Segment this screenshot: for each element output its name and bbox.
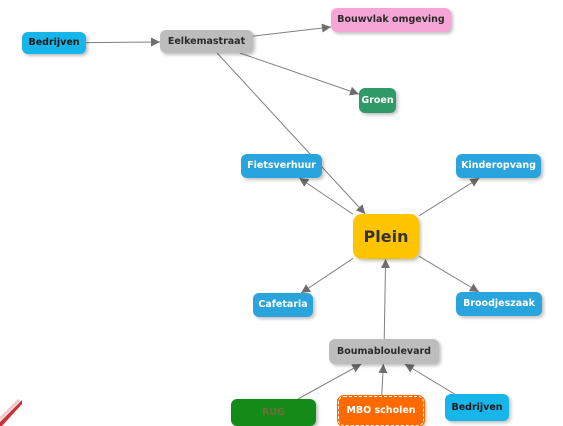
arrowhead-rug-to-boumaboulevard — [351, 364, 362, 373]
arrowhead-plein-to-kinderopvang — [469, 178, 480, 187]
arrowhead-mbo-to-boumaboulevard — [378, 364, 388, 374]
arrowhead-plein-to-cafetaria — [301, 284, 312, 293]
edge-eelkemastraat-to-plein — [216, 52, 366, 215]
edge-bedrijven_left-to-eelkemastraat — [85, 41, 161, 44]
corner-logo-fragment — [0, 392, 22, 426]
edge-rug-to-boumaboulevard — [297, 363, 362, 400]
node-bedrijven-right[interactable]: Bedrijven — [445, 394, 509, 421]
edge-plein-to-kinderopvang — [418, 177, 480, 217]
arrowhead-plein-to-broodjeszaak — [468, 283, 479, 292]
arrowhead-eelkemastraat-to-bouwvlak — [321, 23, 331, 33]
arrowhead-boumaboulevard-to-plein — [380, 259, 390, 269]
edge-plein-to-fietsverhuur — [299, 177, 354, 215]
node-cafetaria[interactable]: Cafetaria — [253, 293, 313, 317]
edge-plein-to-cafetaria — [300, 258, 354, 294]
arrowhead-eelkemastraat-to-groen — [349, 86, 359, 96]
arrowhead-plein-to-fietsverhuur — [299, 178, 310, 187]
node-groen[interactable]: Groen — [359, 88, 396, 113]
edge-plein-to-broodjeszaak — [418, 255, 480, 293]
arrowhead-bedrijven_left-to-eelkemastraat — [150, 37, 160, 47]
edge-boumaboulevard-to-plein — [383, 258, 387, 340]
node-rug[interactable]: RUG — [231, 399, 316, 426]
arrowhead-eelkemastraat-to-plein — [355, 204, 366, 214]
edge-eelkemastraat-to-bouwvlak — [252, 26, 332, 37]
edge-eelkemastraat-to-groen — [239, 52, 360, 95]
node-plein[interactable]: Plein — [353, 214, 419, 259]
node-kinderopvang[interactable]: Kinderopvang — [456, 154, 541, 178]
node-mbo-scholen[interactable]: MBO scholen — [337, 395, 425, 426]
node-broodjeszaak[interactable]: Broodjeszaak — [456, 292, 542, 316]
node-bouwvlak-omgeving[interactable]: Bouwvlak omgeving — [331, 8, 451, 32]
node-fietsverhuur[interactable]: Fietsverhuur — [241, 154, 322, 178]
arrowhead-bedrijven_right-to-boumaboulevard — [404, 364, 415, 373]
node-boumabloulevard[interactable]: Boumabloulevard — [329, 339, 439, 364]
edge-bedrijven_right-to-boumaboulevard — [404, 363, 455, 395]
node-eelkemastraat[interactable]: Eelkemastraat — [160, 30, 253, 53]
node-bedrijven-left[interactable]: Bedrijven — [22, 32, 86, 54]
